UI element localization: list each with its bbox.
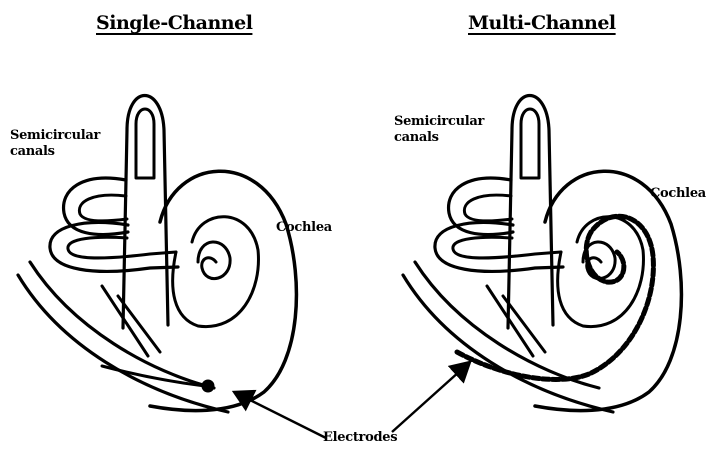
multi-electrode-array [457,216,653,379]
cochlea-label-right: Cochlea [650,186,706,202]
single-electrode-contact [202,380,215,393]
semicircular-label-right-line1: Semicircular [394,114,484,130]
cochlea-label-left: Cochlea [276,220,332,236]
semicircular-label-left-line2: canals [10,144,100,160]
semicircular-label-left: Semicircular canals [10,128,100,160]
semicircular-label-right-line2: canals [394,130,484,146]
arrow-to-multi-electrode [392,362,470,432]
semicircular-label-right: Semicircular canals [394,114,484,146]
single-electrode-lead [102,366,205,386]
arrow-to-single-electrode [234,392,326,438]
electrodes-label: Electrodes [323,430,397,446]
semicircular-label-left-line1: Semicircular [10,128,100,144]
